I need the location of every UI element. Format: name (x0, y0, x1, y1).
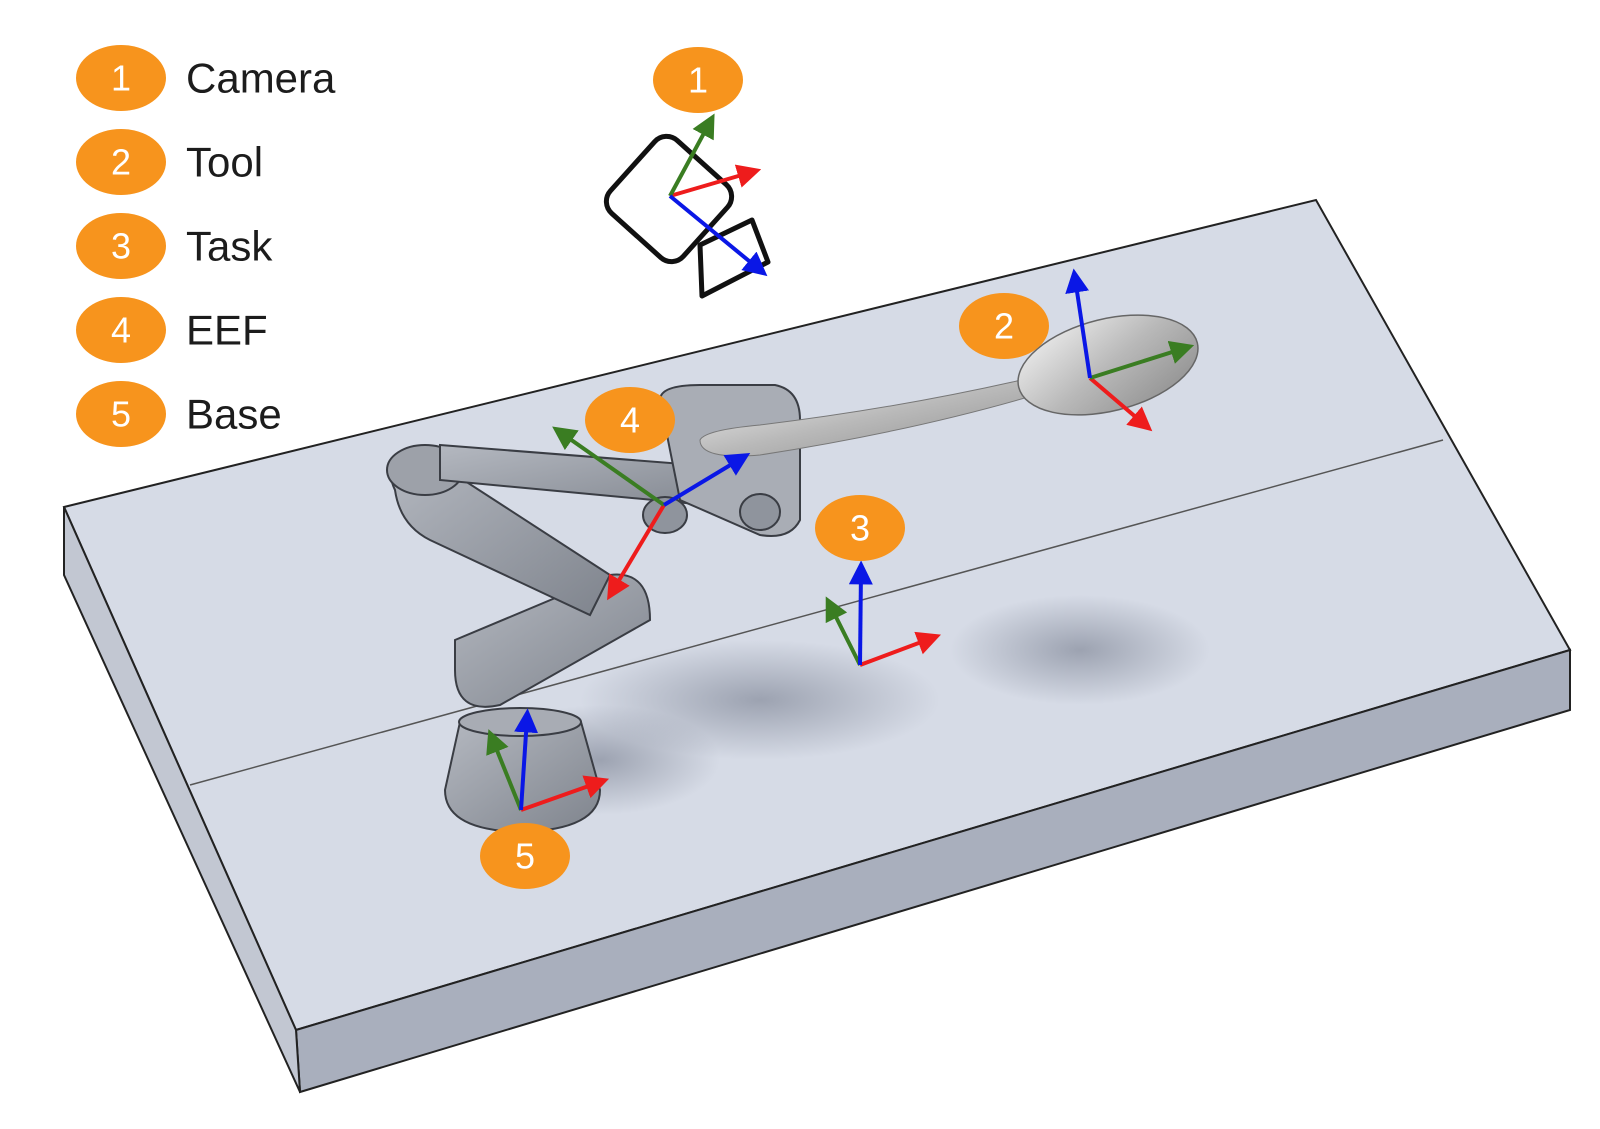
eef-frame-axes (552, 426, 751, 601)
legend-number: 1 (111, 58, 131, 99)
number-badge (585, 387, 675, 453)
legend-label: EEF (186, 307, 268, 354)
legend-item-tool: 2 Tool (76, 129, 263, 195)
camera-body (603, 133, 735, 265)
legend-item-camera: 1 Camera (76, 45, 336, 111)
marker-number: 5 (515, 836, 535, 877)
x-axis-arrow (520, 775, 610, 812)
table-seam-line (189, 439, 1444, 786)
number-badge (76, 381, 166, 447)
number-badge (815, 495, 905, 561)
robot-arm-icon (386, 384, 801, 834)
x-axis-arrow (669, 164, 762, 198)
robot-wrist-joint (739, 493, 781, 531)
table (62, 198, 1572, 1094)
marker-tool: 2 (959, 293, 1049, 359)
y-axis-arrow (552, 426, 666, 507)
table-shadow (950, 595, 1210, 705)
legend-label: Base (186, 391, 282, 438)
robot-base-top (458, 707, 582, 737)
tool-frame-axes (1065, 268, 1195, 432)
z-axis-arrow (1065, 268, 1092, 379)
marker-camera: 1 (653, 47, 743, 113)
z-axis-arrow (668, 194, 768, 277)
legend-item-task: 3 Task (76, 213, 273, 279)
marker-number: 2 (994, 306, 1014, 347)
z-axis-arrow (662, 453, 751, 507)
number-badge (653, 47, 743, 113)
legend-label: Camera (186, 55, 336, 102)
marker-eef: 4 (585, 387, 675, 453)
number-badge (76, 45, 166, 111)
task-frame-axes (825, 560, 941, 667)
z-axis-arrow (514, 708, 539, 811)
marker-number: 4 (620, 400, 640, 441)
legend-number: 5 (111, 394, 131, 435)
number-badge (76, 213, 166, 279)
camera-lens (697, 217, 771, 299)
spoon-icon (699, 314, 1199, 457)
y-axis-arrow (486, 729, 523, 811)
y-axis-arrow (668, 113, 715, 197)
legend-label: Tool (186, 139, 263, 186)
legend-item-base: 5 Base (76, 381, 282, 447)
legend-label: Task (186, 223, 273, 270)
legend: 1 Camera 2 Tool 3 Task 4 EEF 5 Base (76, 45, 336, 447)
camera-frame-axes (668, 113, 768, 277)
number-badge (76, 129, 166, 195)
spoon-bowl (1017, 314, 1199, 416)
marker-number: 3 (850, 508, 870, 549)
x-axis-arrow (1088, 376, 1153, 432)
marker-number: 1 (688, 60, 708, 101)
z-axis-arrow (848, 560, 873, 666)
y-axis-arrow (825, 596, 862, 666)
marker-task: 3 (815, 495, 905, 561)
camera-icon (603, 133, 771, 299)
y-axis-arrow (1089, 340, 1195, 380)
marker-base: 5 (480, 823, 570, 889)
legend-number: 4 (111, 310, 131, 351)
x-axis-arrow (607, 503, 666, 601)
number-badge (76, 297, 166, 363)
legend-number: 2 (111, 142, 131, 183)
legend-number: 3 (111, 226, 131, 267)
number-badge (959, 293, 1049, 359)
legend-item-eef: 4 EEF (76, 297, 268, 363)
number-badge (480, 823, 570, 889)
table-side-face (63, 506, 301, 1093)
base-frame-axes (486, 708, 610, 812)
x-axis-arrow (859, 631, 941, 667)
